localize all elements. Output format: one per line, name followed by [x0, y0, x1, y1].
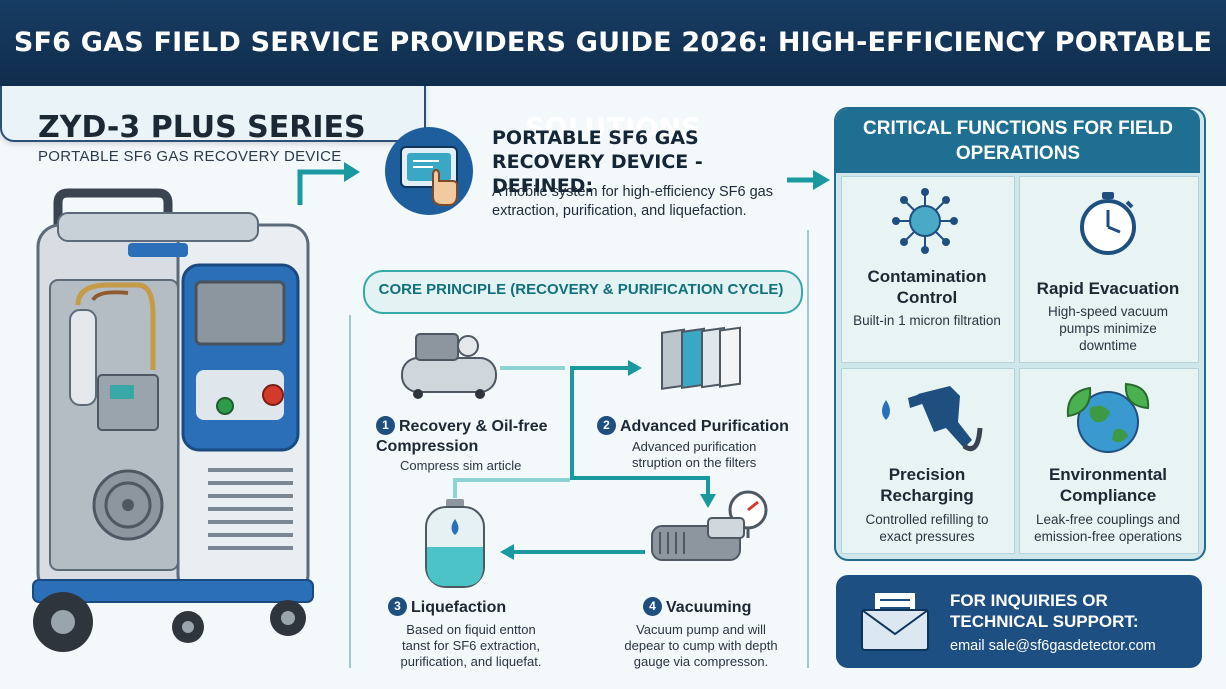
page-title: SF6 GAS FIELD SERVICE PROVIDERS GUIDE 20… [13, 27, 1213, 144]
envelope-icon [861, 591, 929, 651]
function-desc-recharging: Controlled refilling to exact pressures [865, 512, 989, 544]
fuel-nozzle-icon [882, 386, 983, 452]
inquiry-title: FOR INQUIRIES OR TECHNICAL SUPPORT: [950, 591, 1139, 631]
step-number-badge: 1 [376, 416, 395, 435]
function-desc-environment: Leak-free couplings and emission-free op… [1034, 512, 1182, 544]
step-4-desc: Vacuum pump and will depear to cump with… [624, 622, 778, 669]
stopwatch-icon [1080, 192, 1136, 255]
compressor-icon [401, 333, 497, 399]
function-desc-contamination: Built-in 1 micron filtration [853, 313, 1001, 328]
core-principle-label: CORE PRINCIPLE (RECOVERY & PURIFICATION … [378, 281, 784, 298]
definition-title: PORTABLE SF6 GAS RECOVERY DEVICE - DEFIN… [492, 127, 703, 197]
function-title-contamination: Contamination Control [867, 267, 987, 307]
contamination-icon [892, 188, 958, 254]
function-title-environment: Environmental Compliance [1048, 465, 1168, 505]
step-1-desc: Compress sim article [400, 458, 522, 473]
step-number-badge: 2 [597, 416, 616, 435]
product-subtitle: PORTABLE SF6 GAS RECOVERY DEVICE [38, 148, 342, 165]
step-number-badge: 4 [643, 597, 662, 616]
function-title-recharging: Precision Recharging [880, 465, 974, 505]
core-principle-banner [363, 270, 803, 314]
touchscreen-icon [385, 127, 473, 215]
definition-text: A mobile system for high-efficiency SF6 … [492, 184, 773, 219]
product-series-title: ZYD-3 PLUS SERIES [38, 110, 366, 145]
critical-functions-header [836, 109, 1200, 173]
inquiry-email-link[interactable]: email sale@sf6gasdetector.com [950, 638, 1156, 654]
recovery-device-illustration [32, 188, 314, 652]
globe-leaf-icon [1066, 382, 1150, 453]
function-title-evacuation: Rapid Evacuation [1036, 279, 1180, 298]
vacuum-pump-icon [651, 490, 768, 561]
step-2-desc: Advanced purification struption on the f… [632, 439, 757, 470]
function-desc-evacuation: High-speed vacuum pumps minimize downtim… [1047, 304, 1169, 353]
header-banner: SF6 GAS FIELD SERVICE PROVIDERS GUIDE 20… [0, 0, 1226, 144]
liquid-tank-icon [425, 499, 485, 588]
filter-cartridges-icon [661, 326, 741, 390]
step-3-desc: Based on fiquid entton tanst for SF6 ext… [400, 622, 542, 669]
step-number-badge: 3 [388, 597, 407, 616]
critical-functions-title: CRITICAL FUNCTIONS FOR FIELD OPERATIONS [863, 118, 1173, 164]
